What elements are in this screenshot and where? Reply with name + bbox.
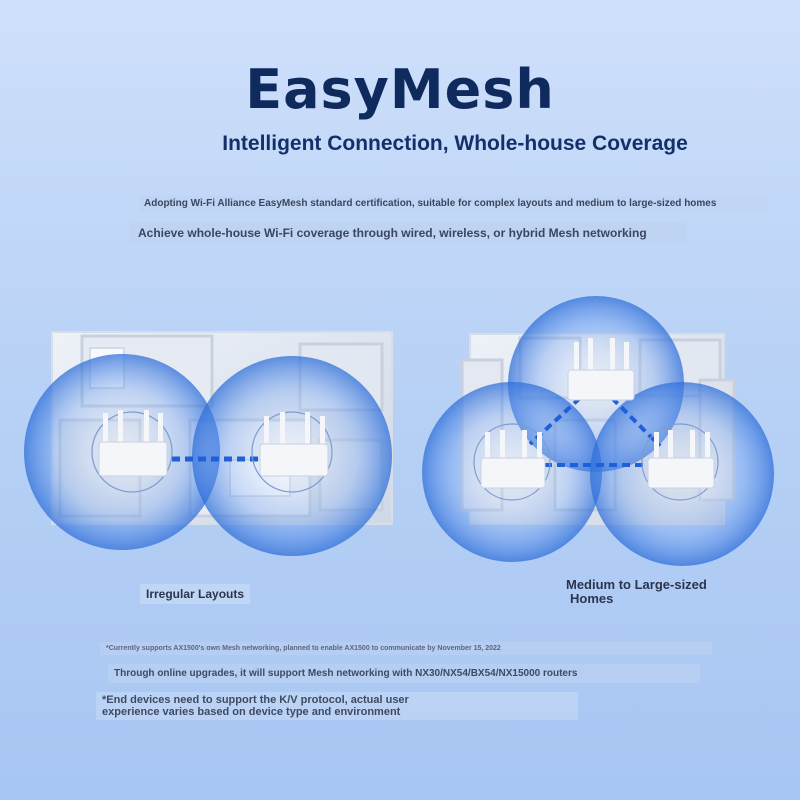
footnote-3: *End devices need to support the K/V pro… bbox=[96, 692, 578, 720]
scenario-label-irregular: Irregular Layouts bbox=[140, 584, 251, 604]
scenario-label-line-2: Homes bbox=[570, 591, 614, 606]
router-icon bbox=[91, 410, 173, 493]
scenario-label-line-1: Medium to Large-sized bbox=[566, 577, 707, 592]
page-subtitle: Intelligent Connection, Whole-house Cove… bbox=[222, 132, 688, 155]
description-line-1: Adopting Wi-Fi Alliance EasyMesh standar… bbox=[140, 196, 768, 211]
router-icon bbox=[567, 338, 635, 401]
scenario-label-large-homes: Medium to Large-sized Homes bbox=[566, 578, 746, 606]
footnote-3-line-2: experience varies based on device type a… bbox=[102, 706, 401, 718]
mesh-link bbox=[610, 396, 662, 448]
router-icon bbox=[473, 423, 551, 501]
footnote-3-line-1: *End devices need to support the K/V pro… bbox=[102, 694, 409, 706]
footnote-2: Through online upgrades, it will support… bbox=[108, 664, 700, 683]
router-icon bbox=[641, 423, 719, 501]
router-icon bbox=[251, 411, 333, 493]
description-line-2: Achieve whole-house Wi-Fi coverage throu… bbox=[130, 222, 686, 244]
page-title: EasyMesh bbox=[245, 58, 555, 121]
footnote-1: *Currently supports AX1500's own Mesh ne… bbox=[100, 642, 712, 655]
